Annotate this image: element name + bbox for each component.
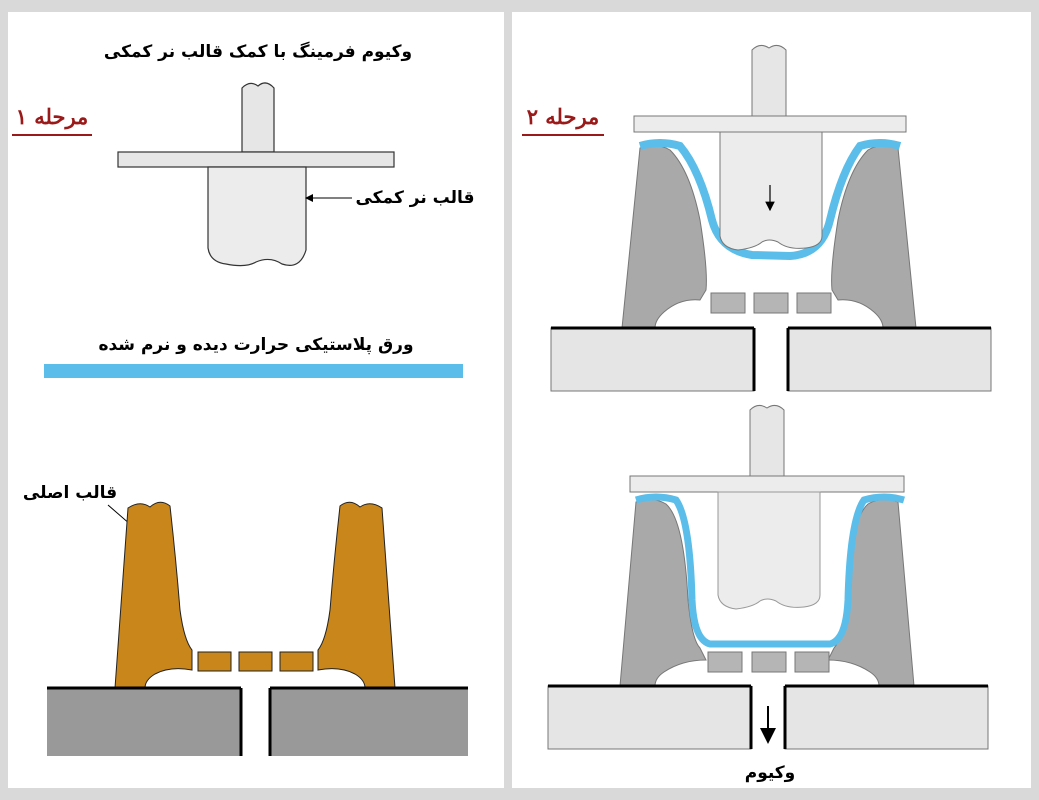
stage2-bottom-assembly <box>619 404 915 687</box>
plug-plate-2b <box>629 475 905 493</box>
plastic-sheet <box>44 364 463 378</box>
vacuum-label: وکیوم <box>745 763 796 783</box>
plug-body-2b <box>717 491 821 610</box>
stage1-heading: وکیوم فرمینگ با کمک قالب نر کمکی <box>104 41 412 62</box>
mold-gray-left-2a <box>621 144 707 329</box>
plug-label: قالب نر کمکی <box>355 188 474 208</box>
base-stage2a <box>550 326 992 392</box>
main-mold <box>114 501 396 689</box>
plug-shaft-2b <box>749 404 785 477</box>
mold-gray-left-2b <box>619 498 707 687</box>
sheet-label: ورق پلاستیکی حرارت دیده و نرم شده <box>98 335 413 355</box>
plug-body-2a <box>719 131 823 251</box>
plug-body <box>207 166 307 267</box>
vent-block-3 <box>279 651 314 672</box>
mold-label: قالب اصلی <box>23 483 117 503</box>
mold-gray-right-2b <box>827 498 915 687</box>
stage2-top-assembly <box>621 44 917 329</box>
main-mold-right <box>317 501 396 689</box>
base-left <box>47 688 241 756</box>
plug-plate <box>117 151 395 168</box>
stage2-title: مرحله ۲ <box>527 104 600 130</box>
main-mold-left <box>114 501 193 689</box>
vent-block-2 <box>238 651 273 672</box>
mold-gray-right-2a <box>831 144 917 329</box>
formed-sheet-2a <box>638 139 902 261</box>
base-right <box>270 688 468 756</box>
formed-sheet-2b <box>634 493 906 648</box>
stage1-title: مرحله ۱ <box>16 104 89 130</box>
plug-assembly <box>117 82 395 267</box>
base-stage1 <box>47 686 468 756</box>
plug-shaft-2a <box>751 44 787 117</box>
vent-block-1 <box>197 651 232 672</box>
plug-shaft <box>241 82 275 153</box>
base-stage2b <box>547 684 989 750</box>
plug-plate-2a <box>633 115 907 133</box>
